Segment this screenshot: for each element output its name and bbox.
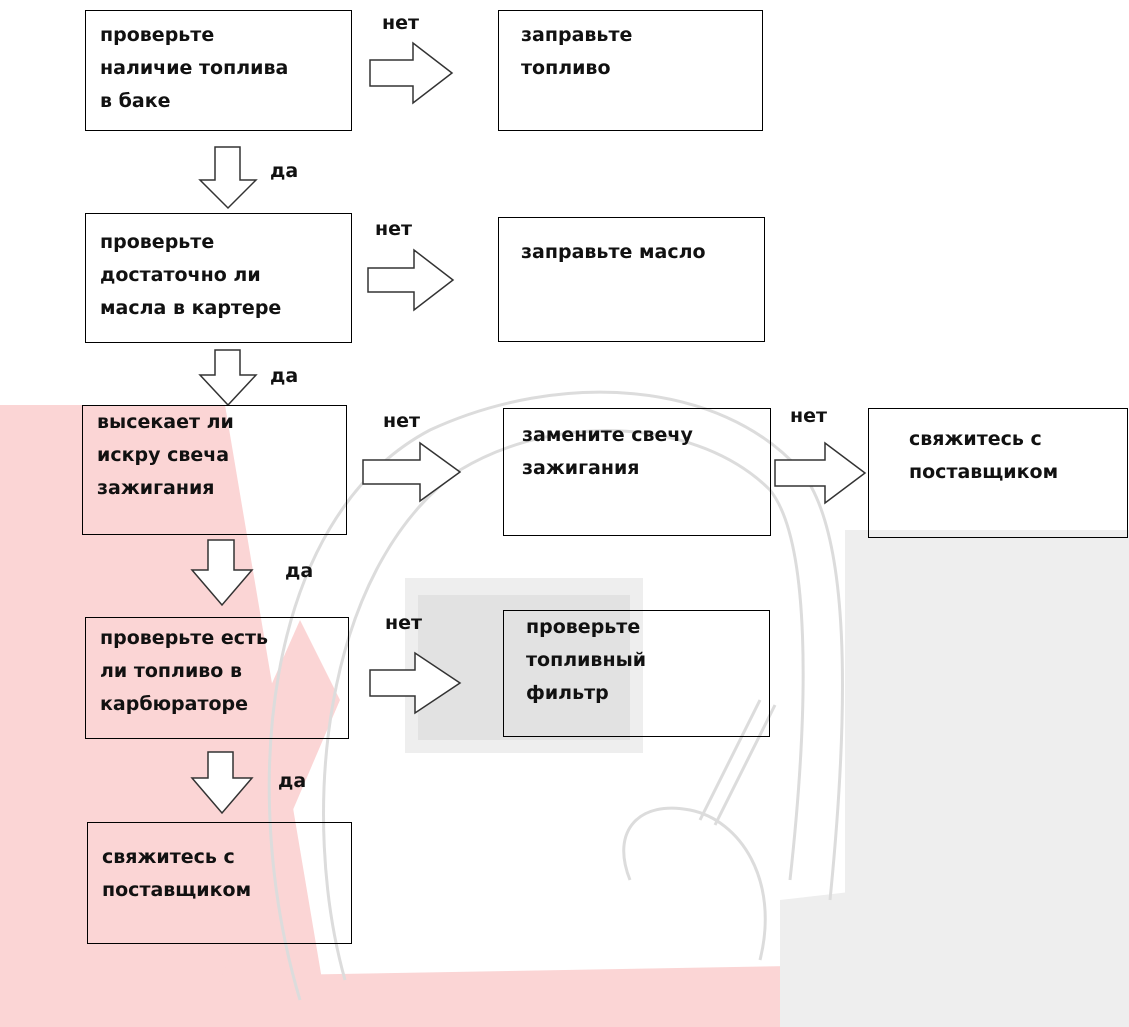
watermark-helmet-inner bbox=[322, 429, 805, 981]
arrow-right-4 bbox=[774, 441, 867, 505]
label-no-4: нет bbox=[790, 405, 828, 427]
arrow-right-3 bbox=[362, 441, 462, 503]
label-no-3: нет bbox=[383, 410, 421, 432]
label-no-5: нет bbox=[385, 612, 423, 634]
watermark-visor-inner bbox=[418, 595, 630, 740]
watermark-red-shape bbox=[0, 405, 1129, 1027]
watermark-gray-right bbox=[845, 530, 1129, 960]
box-check-filter: проверьте топливный фильтр bbox=[503, 610, 770, 737]
box-contact-supplier-bottom: свяжитесь с поставщиком bbox=[87, 822, 352, 944]
arrow-down-2 bbox=[198, 349, 258, 407]
watermark-helmet-outline bbox=[267, 390, 844, 1001]
label-no-1: нет bbox=[382, 12, 420, 34]
label-yes-2: да bbox=[270, 365, 299, 387]
arrow-down-4 bbox=[190, 751, 254, 815]
watermark-gray-bottom bbox=[780, 860, 1129, 1027]
label-yes-4: да bbox=[278, 770, 307, 792]
watermark-red-shape-2 bbox=[120, 620, 340, 1027]
arrow-right-5 bbox=[369, 651, 462, 715]
box-add-oil: заправьте масло bbox=[498, 217, 765, 342]
box-refuel: заправьте топливо bbox=[498, 10, 763, 131]
label-no-2: нет bbox=[375, 218, 413, 240]
arrow-right-1 bbox=[369, 41, 454, 105]
box-check-spark: высекает ли искру свеча зажигания bbox=[82, 405, 347, 535]
arrow-down-3 bbox=[190, 539, 254, 607]
arrow-down-1 bbox=[198, 146, 258, 210]
box-replace-plug: замените свечу зажигания bbox=[503, 408, 771, 536]
label-yes-3: да bbox=[285, 560, 314, 582]
box-contact-supplier-right: свяжитесь с поставщиком bbox=[868, 408, 1128, 538]
box-check-oil: проверьте достаточно ли масла в картере bbox=[85, 213, 352, 343]
box-check-carb: проверьте есть ли топливо в карбюраторе bbox=[85, 617, 349, 739]
box-check-fuel: проверьте наличие топлива в баке bbox=[85, 10, 352, 131]
watermark-hand bbox=[622, 699, 777, 961]
label-yes-1: да bbox=[270, 160, 299, 182]
arrow-right-2 bbox=[367, 248, 455, 312]
